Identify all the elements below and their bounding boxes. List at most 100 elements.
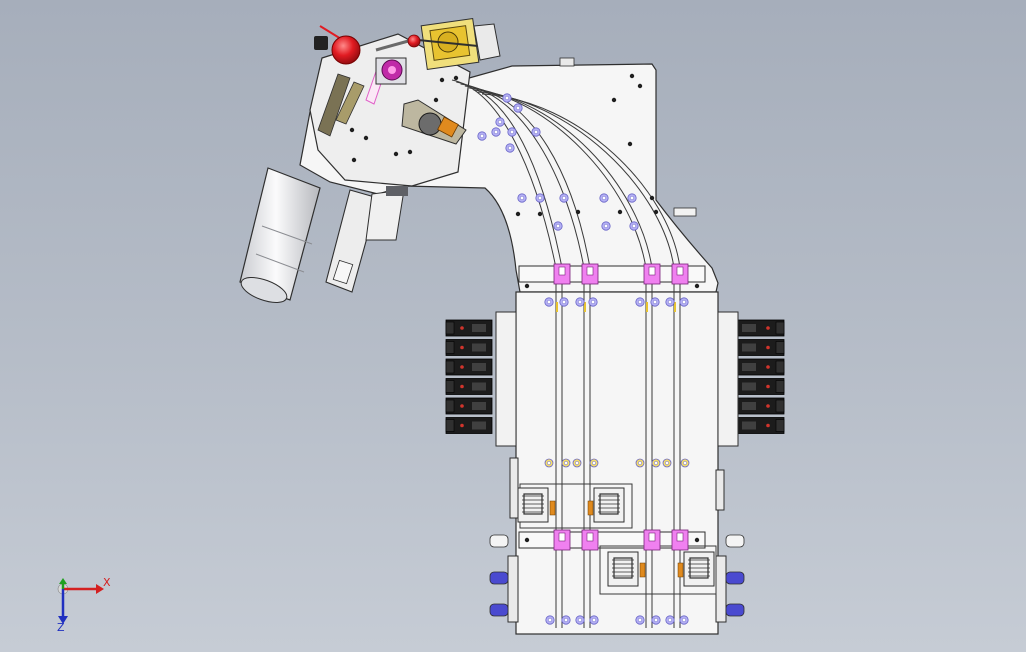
- bolt: [559, 193, 569, 203]
- pink-clamp: [643, 529, 661, 551]
- side-rail-left: [495, 311, 517, 447]
- bolt: [589, 615, 599, 625]
- washer: [572, 458, 582, 468]
- bolt: [635, 615, 645, 625]
- bolt: [588, 297, 598, 307]
- mount-hole: [363, 135, 369, 141]
- bolt: [517, 193, 527, 203]
- mount-hole: [439, 77, 445, 83]
- solenoid-valve: [445, 358, 493, 376]
- washer: [544, 458, 554, 468]
- air-fitting: [725, 571, 745, 585]
- mount-hole: [617, 209, 623, 215]
- air-fitting: [489, 603, 509, 617]
- rod-bracket: [325, 186, 408, 293]
- solenoid-valve: [445, 378, 493, 395]
- solenoid-valve: [737, 358, 785, 376]
- stopper: [639, 562, 646, 578]
- mount-hole: [575, 209, 581, 215]
- x-axis-label: X: [103, 576, 111, 589]
- mount-hole: [694, 283, 700, 289]
- washer: [635, 458, 645, 468]
- bolt: [559, 297, 569, 307]
- bolt: [531, 127, 541, 137]
- bolt: [544, 297, 554, 307]
- solenoid-valve: [445, 417, 493, 434]
- magenta-drive-nut: [375, 57, 407, 85]
- bolt: [495, 117, 505, 127]
- side-block-left: [509, 457, 519, 519]
- guide-channel-lines: [451, 79, 681, 269]
- mount-hole: [351, 157, 357, 163]
- mount-hole: [649, 195, 655, 201]
- air-fitting: [489, 571, 509, 585]
- coordinate-triad: [57, 578, 104, 624]
- washer: [561, 458, 571, 468]
- bolt: [599, 193, 609, 203]
- pink-clamp: [671, 529, 689, 551]
- mount-hole: [611, 97, 617, 103]
- mount-hole: [694, 537, 700, 543]
- mounting-bracket-plate: [309, 33, 471, 187]
- mount-hole: [524, 537, 530, 543]
- solenoid-valve: [445, 397, 493, 415]
- side-tab: [673, 207, 697, 217]
- pink-clamp: [581, 263, 599, 285]
- solenoid-valve: [737, 378, 785, 395]
- bolt: [627, 193, 637, 203]
- mount-hole: [637, 83, 643, 89]
- left-valve-bank: [445, 319, 493, 434]
- side-block-right: [715, 469, 725, 511]
- mount-hole: [627, 141, 633, 147]
- pink-clamp: [643, 263, 661, 285]
- guide-curve: [481, 93, 681, 269]
- bolt: [650, 297, 660, 307]
- right-valve-bank: [737, 319, 785, 434]
- mount-hole: [653, 209, 659, 215]
- washer: [662, 458, 672, 468]
- bolt: [651, 615, 661, 625]
- bolt: [513, 103, 523, 113]
- mount-hole: [407, 149, 413, 155]
- air-fitting: [725, 534, 745, 548]
- solenoid-valve: [737, 339, 785, 356]
- bolt: [575, 615, 585, 625]
- washer: [680, 458, 690, 468]
- mount-hole: [453, 75, 459, 81]
- washer: [589, 458, 599, 468]
- mount-hole: [349, 127, 355, 133]
- slide-block: [683, 551, 715, 587]
- bolt: [505, 143, 515, 153]
- bolt: [491, 127, 501, 137]
- red-adjust-knob: [314, 25, 361, 65]
- stopper: [587, 500, 594, 516]
- pink-clamp: [671, 263, 689, 285]
- air-fitting-group: [489, 534, 745, 617]
- top-tab: [559, 57, 575, 67]
- mount-hole: [537, 211, 543, 217]
- pneumatic-cylinder: [239, 167, 321, 303]
- pink-clamp: [553, 263, 571, 285]
- mount-hole: [433, 97, 439, 103]
- mount-hole: [524, 283, 530, 289]
- bolt: [679, 297, 689, 307]
- stopper: [677, 562, 684, 578]
- clamp-lever-block: [401, 99, 467, 145]
- solenoid-valve: [737, 319, 785, 337]
- bolt: [635, 297, 645, 307]
- slide-block: [607, 551, 639, 587]
- solenoid-valve: [737, 417, 785, 434]
- solenoid-valve: [445, 319, 493, 337]
- brass-pivot-assembly: [417, 18, 501, 70]
- side-rail-right: [717, 311, 739, 447]
- slide-block: [517, 487, 549, 523]
- lower-block-left: [507, 555, 519, 623]
- bolt: [665, 615, 675, 625]
- bolt: [561, 615, 571, 625]
- bolt: [679, 615, 689, 625]
- bolt: [601, 221, 611, 231]
- bolt-group: [349, 73, 700, 625]
- solenoid-valve: [445, 339, 493, 356]
